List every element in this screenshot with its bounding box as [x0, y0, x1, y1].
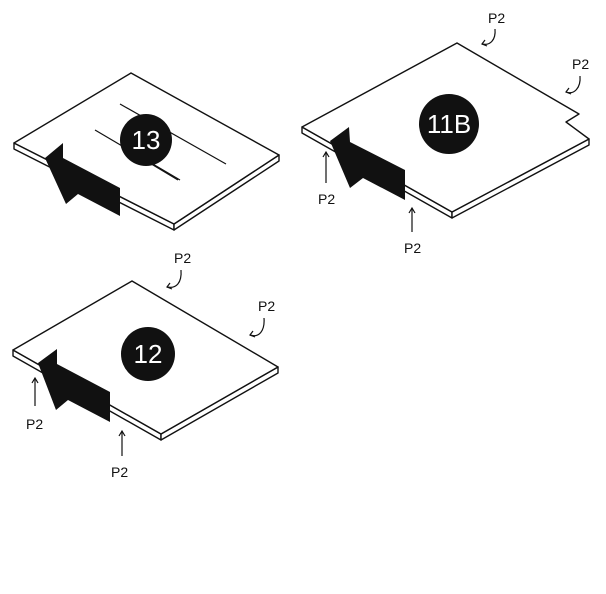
panel-11b-label-front-left: P2 [318, 191, 335, 207]
curved-arrow-head [249, 330, 256, 338]
curved-arrow-icon [565, 75, 581, 94]
panel-11b-label-front-bottom: P2 [404, 240, 421, 256]
panel-12-label-top: P2 [174, 250, 191, 266]
panel-12-badge: 12 [134, 339, 163, 369]
panel-13-guide-line [119, 103, 227, 165]
panel-12: 12 P2 P2 P2 P2 [12, 250, 279, 480]
panel-12-label-front-left: P2 [26, 416, 43, 432]
up-arrow-head [31, 376, 39, 384]
panel-12-badge-icon [121, 327, 175, 381]
panel-12-direction-arrow [38, 349, 110, 422]
panel-13: 13 [13, 72, 280, 231]
panel-11b-badge: 11B [427, 109, 471, 139]
panel-11b-direction-arrow [330, 127, 405, 200]
panel-11b-label-top: P2 [488, 10, 505, 26]
panel-13-badge-icon [120, 114, 172, 166]
panel-13-direction-arrow [45, 143, 120, 216]
panel-11b-label-right: P2 [572, 56, 589, 72]
panel-12-label-front-bottom: P2 [111, 464, 128, 480]
panel-13-badge: 13 [132, 125, 161, 155]
up-arrow-head [322, 150, 330, 158]
curved-arrow-head [565, 87, 572, 95]
curved-arrow-head [481, 39, 488, 47]
panel-12-label-right: P2 [258, 298, 275, 314]
panel-11b: 11B P2 P2 P2 P2 [301, 10, 590, 256]
curved-arrow-head [166, 282, 173, 290]
up-arrow-head [408, 206, 416, 214]
up-arrow-head [118, 429, 126, 437]
panel-11b-badge-icon [419, 94, 479, 154]
